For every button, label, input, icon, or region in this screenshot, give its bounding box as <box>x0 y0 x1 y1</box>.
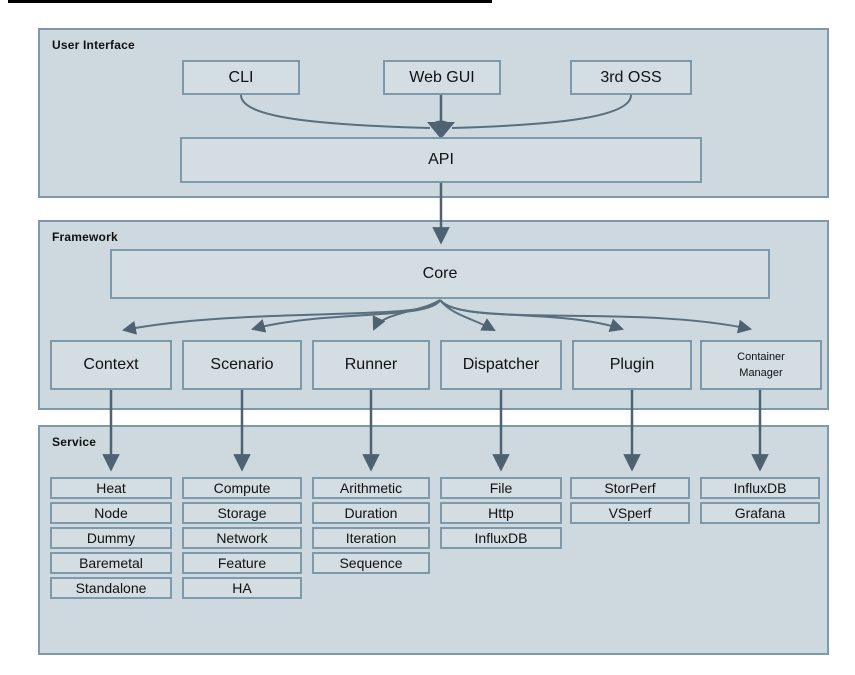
stack-runner-services: Arithmetic Duration Iteration Sequence <box>312 477 430 577</box>
top-border-line <box>8 0 492 3</box>
box-core: Core <box>110 249 770 299</box>
service-item: Feature <box>182 552 302 574</box>
box-container-manager-label: Container Manager <box>737 350 785 380</box>
service-item: Baremetal <box>50 552 172 574</box>
box-container-manager: Container Manager <box>700 340 822 390</box>
stack-scenario-services: Compute Storage Network Feature HA <box>182 477 302 602</box>
stack-plugin-services: StorPerf VSperf <box>570 477 690 527</box>
box-cli: CLI <box>182 60 300 95</box>
service-item: Grafana <box>700 502 820 524</box>
box-3rd-oss-label: 3rd OSS <box>600 68 662 86</box>
box-plugin-label: Plugin <box>609 356 655 373</box>
service-item: Arithmetic <box>312 477 430 499</box>
service-item: InfluxDB <box>700 477 820 499</box>
stack-dispatcher-services: File Http InfluxDB <box>440 477 562 552</box>
service-item: StorPerf <box>570 477 690 499</box>
box-context: Context <box>50 340 172 390</box>
service-item: Heat <box>50 477 172 499</box>
box-core-label: Core <box>422 265 458 282</box>
box-api-label: API <box>428 151 454 168</box>
box-runner-label: Runner <box>344 356 398 373</box>
box-web-gui-label: Web GUI <box>409 68 475 86</box>
panel-label-service: Service <box>52 435 97 449</box>
stack-context-services: Heat Node Dummy Baremetal Standalone <box>50 477 172 602</box>
box-context-label: Context <box>83 356 139 373</box>
service-item: InfluxDB <box>440 527 562 549</box>
service-item: VSperf <box>570 502 690 524</box>
service-item: Http <box>440 502 562 524</box>
box-scenario-label: Scenario <box>210 356 274 373</box>
box-cli-label: CLI <box>228 68 254 86</box>
service-item: File <box>440 477 562 499</box>
box-scenario: Scenario <box>182 340 302 390</box>
box-api: API <box>180 137 702 183</box>
service-item: Storage <box>182 502 302 524</box>
box-dispatcher: Dispatcher <box>440 340 562 390</box>
service-item: Iteration <box>312 527 430 549</box>
stack-container-manager-services: InfluxDB Grafana <box>700 477 820 527</box>
service-item: Dummy <box>50 527 172 549</box>
panel-label-user-interface: User Interface <box>52 38 135 52</box>
box-runner: Runner <box>312 340 430 390</box>
service-item: Node <box>50 502 172 524</box>
box-3rd-oss: 3rd OSS <box>570 60 692 95</box>
service-item: Network <box>182 527 302 549</box>
panel-label-framework: Framework <box>52 230 118 244</box>
service-item: Duration <box>312 502 430 524</box>
service-item: HA <box>182 577 302 599</box>
service-item: Compute <box>182 477 302 499</box>
box-web-gui: Web GUI <box>383 60 501 95</box>
service-item: Sequence <box>312 552 430 574</box>
box-dispatcher-label: Dispatcher <box>462 356 540 373</box>
box-plugin: Plugin <box>572 340 692 390</box>
service-item: Standalone <box>50 577 172 599</box>
